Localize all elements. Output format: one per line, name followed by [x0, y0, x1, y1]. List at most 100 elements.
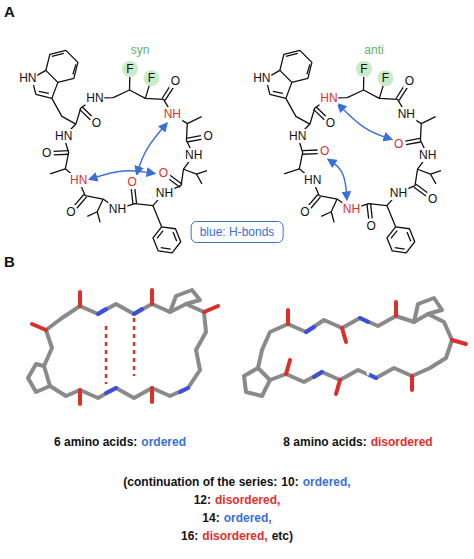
atom-label: F: [381, 71, 390, 85]
isopropyl-bond: [321, 212, 334, 223]
atom-label: NH: [163, 107, 182, 121]
carbonyl-bond: [80, 109, 91, 119]
h-bond-arrow: [338, 104, 391, 139]
caption-text: (continuation of the series:: [123, 476, 277, 488]
atom-label: O: [91, 116, 102, 130]
indole-ring: [46, 50, 78, 82]
isopropyl-bond: [197, 171, 207, 184]
carbonyl-bond: [74, 195, 84, 206]
atom-label: O: [325, 116, 336, 130]
caption-text: 6 amino acids:: [54, 436, 137, 448]
isopropyl-bond: [184, 169, 197, 174]
legend-text: blue: H-bonds: [200, 225, 275, 239]
panel-letter: B: [4, 254, 15, 269]
isopropyl-bond: [87, 212, 100, 223]
isopropyl-bond: [431, 171, 441, 184]
methyl-bond: [284, 169, 299, 174]
atom-label: NH: [397, 107, 416, 121]
h-bond-dashes: [106, 318, 134, 384]
carbonyl-bond: [406, 142, 421, 145]
atom-label: O: [404, 74, 415, 88]
carbonyl-bond: [54, 150, 69, 152]
atom-label: HN: [303, 173, 322, 187]
indole-double-bond: [52, 53, 64, 56]
atom-label: HN: [319, 91, 338, 105]
macrocycle-bond: [64, 90, 194, 209]
atom-label: O: [299, 205, 310, 219]
carbonyl-bond: [405, 138, 420, 141]
caption-text: 14:: [202, 512, 219, 524]
fluorine-bond: [363, 77, 365, 90]
stereo-label: anti: [363, 43, 384, 57]
text-row: (continuation of the series: 10: ordered,: [123, 476, 350, 488]
macrocycle-bond: [298, 90, 428, 209]
fluorine-highlight: [356, 61, 372, 77]
atom-label: NH: [418, 148, 437, 162]
order-state: disordered,: [215, 494, 280, 506]
carbonyl-bond: [54, 154, 69, 156]
carbonyl-bond: [303, 153, 318, 155]
caption-text: 10:: [281, 476, 298, 488]
order-state: disordered,: [202, 530, 267, 542]
methyl-bond: [187, 117, 201, 124]
hydrogen-sticks: [106, 314, 368, 388]
atom-label: HN: [85, 91, 104, 105]
h-bond-arrow: [90, 171, 155, 179]
isopropyl-bond: [418, 169, 431, 174]
backbone-sticks: [28, 290, 452, 398]
indole-ring: [280, 50, 312, 82]
oxygen-sticks: [32, 290, 466, 404]
text-row: 16: disordered, etc): [181, 530, 293, 542]
benzyl-bond: [153, 206, 162, 227]
caption-text: 16:: [181, 530, 198, 542]
order-state: ordered: [141, 436, 186, 448]
atom-label: F: [359, 62, 368, 76]
carbonyl-bond: [314, 109, 325, 119]
carbonyl-bond: [371, 203, 373, 218]
text-row: 8 amino acids: disordered: [283, 436, 432, 448]
carbonyl-bond: [308, 195, 318, 206]
carbonyl-bond: [186, 136, 201, 139]
caption-text: 8 amino acids:: [283, 436, 366, 448]
stereo-label: syn: [130, 43, 151, 57]
indole-double-bond: [307, 64, 310, 74]
text-row: 6 amino acids: ordered: [54, 436, 186, 448]
caption-text: etc): [272, 530, 293, 542]
atom-label: HN: [54, 129, 73, 143]
atom-label: O: [393, 137, 404, 151]
carbonyl-bond: [170, 175, 182, 184]
fluorine-highlight: [122, 61, 138, 77]
atom-label: HN: [18, 71, 37, 85]
caption-text: 12:: [194, 494, 211, 506]
text-row: 12: disordered,: [194, 494, 281, 506]
methyl-bond: [421, 117, 435, 124]
indole-double-bond: [39, 91, 49, 93]
indole-double-bond: [73, 64, 76, 74]
phenyl-double-bond: [395, 248, 405, 249]
fluorine-highlight: [377, 70, 393, 86]
order-state: disordered: [371, 436, 433, 448]
atom-label: O: [202, 129, 213, 143]
h-bond-arrow: [328, 160, 346, 200]
phenyl-ring: [387, 227, 415, 253]
indole-double-bond: [273, 91, 283, 93]
carbonyl-bond: [135, 189, 137, 204]
methyl-bond: [50, 169, 65, 174]
atom-label: O: [319, 144, 330, 158]
atom-label: O: [158, 166, 169, 180]
phenyl-double-bond: [391, 231, 397, 239]
atom-label: O: [41, 146, 52, 160]
fluorine-highlight: [143, 70, 159, 86]
atom-label: NH: [342, 202, 361, 216]
atom-label: HN: [288, 129, 307, 143]
atom-label: O: [127, 175, 138, 189]
atom-label: NH: [155, 186, 174, 200]
carbonyl-bond: [367, 204, 369, 219]
phenyl-ring: [153, 227, 181, 253]
carbonyl-bond: [77, 197, 87, 208]
carbonyl-bond: [399, 88, 407, 101]
phenyl-double-bond: [161, 248, 171, 249]
text-row: 14:ordered,: [202, 512, 271, 524]
order-state: ordered,: [303, 476, 351, 488]
atom-label: O: [427, 192, 438, 206]
